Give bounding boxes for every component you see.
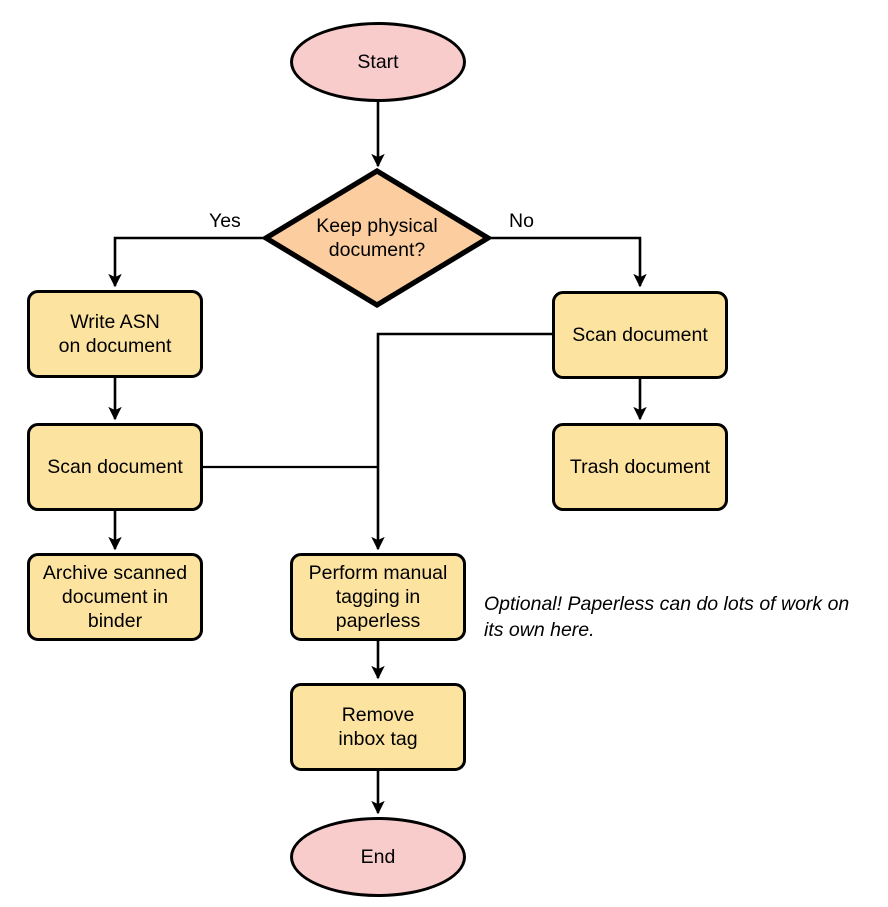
node-archive-label-line1: Archive scanned bbox=[42, 562, 188, 584]
node-scan-document-right[interactable]: Scan document bbox=[552, 291, 728, 379]
node-trash-document[interactable]: Trash document bbox=[552, 423, 728, 511]
node-tagging-label-line3: paperless bbox=[335, 610, 421, 632]
node-decision-label: Keep physical document? bbox=[316, 214, 437, 262]
node-scan-document-left[interactable]: Scan document bbox=[27, 423, 203, 511]
node-decision-label-line2: document? bbox=[328, 239, 426, 261]
node-write-asn-label: Write ASN on document bbox=[59, 310, 172, 358]
node-trash-document-label: Trash document bbox=[569, 456, 711, 478]
edge-decision-yes-to-write-asn bbox=[108, 236, 265, 288]
node-end-label: End bbox=[360, 846, 396, 868]
node-remove-inbox-label-line1: Remove bbox=[341, 704, 415, 726]
node-archive-scanned-document[interactable]: Archive scanned document in binder bbox=[27, 553, 203, 641]
diamond-shape bbox=[263, 168, 491, 308]
node-perform-manual-tagging[interactable]: Perform manual tagging in paperless bbox=[290, 553, 466, 641]
node-remove-inbox-tag[interactable]: Remove inbox tag bbox=[290, 683, 466, 771]
node-decision-label-line1: Keep physical bbox=[316, 215, 438, 237]
edge-label-no: No bbox=[509, 210, 534, 232]
node-scan-document-right-label: Scan document bbox=[572, 324, 708, 346]
annotation-note-line2: its own here. bbox=[484, 619, 595, 641]
node-tagging-label-line1: Perform manual bbox=[308, 562, 448, 584]
annotation-note-line1: Optional! Paperless can do lots of work … bbox=[484, 593, 850, 615]
node-remove-inbox-label: Remove inbox tag bbox=[338, 703, 417, 751]
node-start-label: Start bbox=[357, 51, 399, 73]
node-tagging-label: Perform manual tagging in paperless bbox=[309, 561, 448, 633]
node-archive-label-line2: document in bbox=[61, 586, 169, 608]
edge-scan-right-to-tagging bbox=[371, 332, 552, 551]
node-archive-label: Archive scanned document in binder bbox=[43, 561, 187, 633]
node-archive-label-line3: binder bbox=[87, 610, 143, 632]
node-remove-inbox-label-line2: inbox tag bbox=[338, 728, 418, 750]
annotation-note: Optional! Paperless can do lots of work … bbox=[484, 591, 884, 643]
node-write-asn-label-line2: on document bbox=[58, 335, 172, 357]
node-scan-document-left-label: Scan document bbox=[47, 456, 183, 478]
node-write-asn[interactable]: Write ASN on document bbox=[27, 290, 203, 378]
node-end[interactable]: End bbox=[290, 817, 466, 897]
node-decision-keep-physical-document[interactable]: Keep physical document? bbox=[263, 168, 491, 308]
node-write-asn-label-line1: Write ASN bbox=[70, 311, 160, 333]
edge-label-yes: Yes bbox=[209, 210, 241, 232]
node-tagging-label-line2: tagging in bbox=[335, 586, 421, 608]
edge-decision-no-to-scan-right bbox=[490, 236, 647, 288]
node-start[interactable]: Start bbox=[290, 22, 466, 102]
